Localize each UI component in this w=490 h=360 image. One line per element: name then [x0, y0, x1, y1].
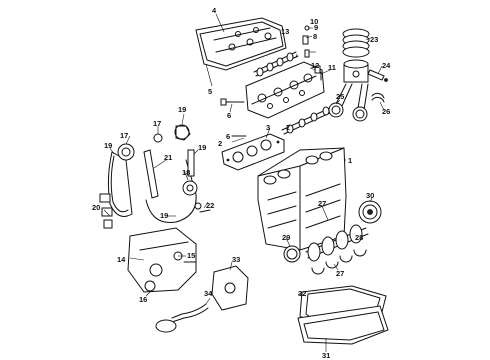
- callout-31: 31: [322, 351, 330, 360]
- callout-30: 30: [366, 191, 374, 200]
- head-bolt: [220, 98, 245, 106]
- callout-6: 6: [227, 111, 231, 120]
- callout-20: 20: [92, 203, 100, 212]
- leader-lines: [103, 13, 385, 352]
- timing-chain: [107, 151, 197, 224]
- cam-sprocket: [117, 124, 202, 210]
- chain-guides: [143, 149, 211, 213]
- callout-10: 10: [310, 17, 318, 26]
- callout-7: 7: [286, 123, 290, 132]
- callout-19d: 19: [160, 211, 168, 220]
- callout-5: 5: [208, 87, 212, 96]
- callout-12: 12: [311, 61, 319, 70]
- callout-15: 15: [187, 251, 195, 260]
- callout-19b: 19: [104, 141, 112, 150]
- callout-26: 26: [382, 107, 390, 116]
- rear-main-seal: [283, 245, 301, 263]
- callout-1: 1: [348, 156, 352, 165]
- callout-33: 33: [232, 255, 240, 264]
- camshaft-lower: [281, 106, 333, 135]
- callouts: 1 2 3 4 5 6 6 7 8 9 10 11 12 13 14 15 16…: [92, 6, 391, 360]
- chain-tensioner: [99, 193, 113, 229]
- oil-pump: [211, 265, 249, 311]
- callout-11: 11: [328, 63, 336, 72]
- callout-17: 17: [120, 131, 128, 140]
- crank-damper: [358, 200, 382, 224]
- engine-block: [257, 147, 347, 251]
- callout-25: 25: [336, 92, 344, 101]
- piston: [343, 59, 369, 83]
- callout-19: 19: [178, 105, 186, 114]
- piston-rings: [342, 28, 370, 58]
- callout-22: 22: [206, 201, 214, 210]
- crankshaft: [305, 224, 369, 262]
- camshaft-upper: [253, 51, 299, 77]
- main-bearings: [311, 249, 367, 275]
- callout-13: 13: [281, 27, 289, 36]
- oil-pickup-tube: [155, 303, 209, 333]
- timing-cover: [127, 227, 197, 293]
- callout-23: 23: [370, 35, 378, 44]
- callout-8: 8: [313, 32, 317, 41]
- callout-3: 3: [266, 123, 270, 132]
- callout-2: 2: [218, 139, 222, 148]
- head-gasket: [221, 133, 285, 171]
- callout-29: 29: [282, 233, 290, 242]
- callout-34: 34: [204, 289, 213, 298]
- front-seal: [144, 280, 156, 292]
- callout-4: 4: [212, 6, 217, 15]
- oil-pan: [297, 305, 389, 345]
- callout-24: 24: [382, 61, 391, 70]
- callout-6b: 6: [226, 132, 230, 141]
- callout-9: 9: [314, 23, 318, 32]
- callout-18: 18: [182, 168, 190, 177]
- connecting-rod: [328, 83, 369, 122]
- cylinder-head: [245, 61, 325, 119]
- piston-pin: [367, 69, 388, 82]
- callout-32: 32: [298, 289, 306, 298]
- callout-21: 21: [164, 153, 172, 162]
- callout-28: 28: [355, 233, 363, 242]
- callout-14: 14: [117, 255, 126, 264]
- callout-16: 16: [139, 295, 147, 304]
- valve-cover: [195, 17, 287, 71]
- callout-27b: 27: [336, 269, 344, 278]
- rod-bearings: [371, 92, 385, 103]
- valve-train-parts: [302, 25, 322, 81]
- callout-17b: 17: [153, 119, 161, 128]
- callout-27: 27: [318, 199, 326, 208]
- callout-19c: 19: [198, 143, 206, 152]
